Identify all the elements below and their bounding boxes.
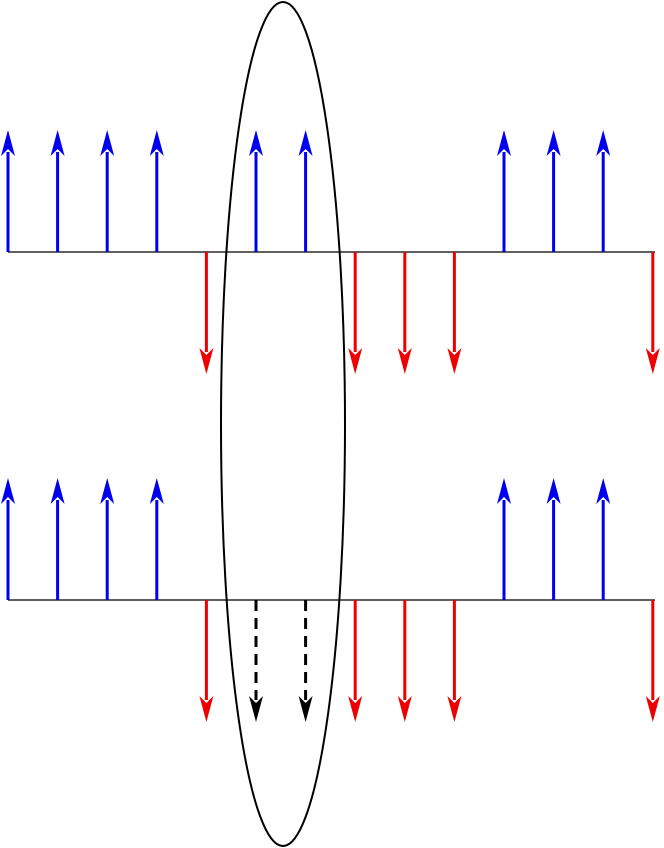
spin-up-arrow <box>50 478 65 600</box>
spin-up-arrow <box>1 130 15 252</box>
spin-down-arrow <box>348 600 363 722</box>
spin-up-arrow <box>497 478 511 600</box>
spin-up-arrow <box>298 130 313 252</box>
rows-layer <box>1 130 660 722</box>
spin-up-arrow <box>596 478 611 600</box>
spin-down-arrow <box>199 600 214 722</box>
spin-up-arrow <box>1 478 15 600</box>
spin-up-arrow <box>497 130 511 252</box>
spin-up-arrow <box>100 478 115 600</box>
spin-up-arrow <box>596 130 611 252</box>
spin-down-arrow <box>199 252 214 374</box>
spin-up-arrow <box>249 130 263 252</box>
spin-up-arrow <box>149 130 164 252</box>
spin-down-arrow <box>397 600 412 722</box>
spin-up-arrow <box>546 478 561 600</box>
spin-up-arrow <box>149 478 164 600</box>
spin-down-arrow <box>348 252 363 374</box>
highlight-ellipse <box>220 1 346 847</box>
bottom-row <box>1 478 660 722</box>
top-row <box>1 130 660 374</box>
spin-down-arrow <box>397 252 412 374</box>
spin-up-arrow <box>50 130 65 252</box>
spin-down-arrow <box>645 252 660 374</box>
spin-down-arrow <box>447 252 462 374</box>
flipped-spin-arrow <box>249 600 263 722</box>
spin-up-arrow <box>100 130 115 252</box>
flipped-spin-arrow <box>298 600 313 722</box>
spin-down-arrow <box>447 600 462 722</box>
spin-up-arrow <box>546 130 561 252</box>
spin-down-arrow <box>645 600 660 722</box>
